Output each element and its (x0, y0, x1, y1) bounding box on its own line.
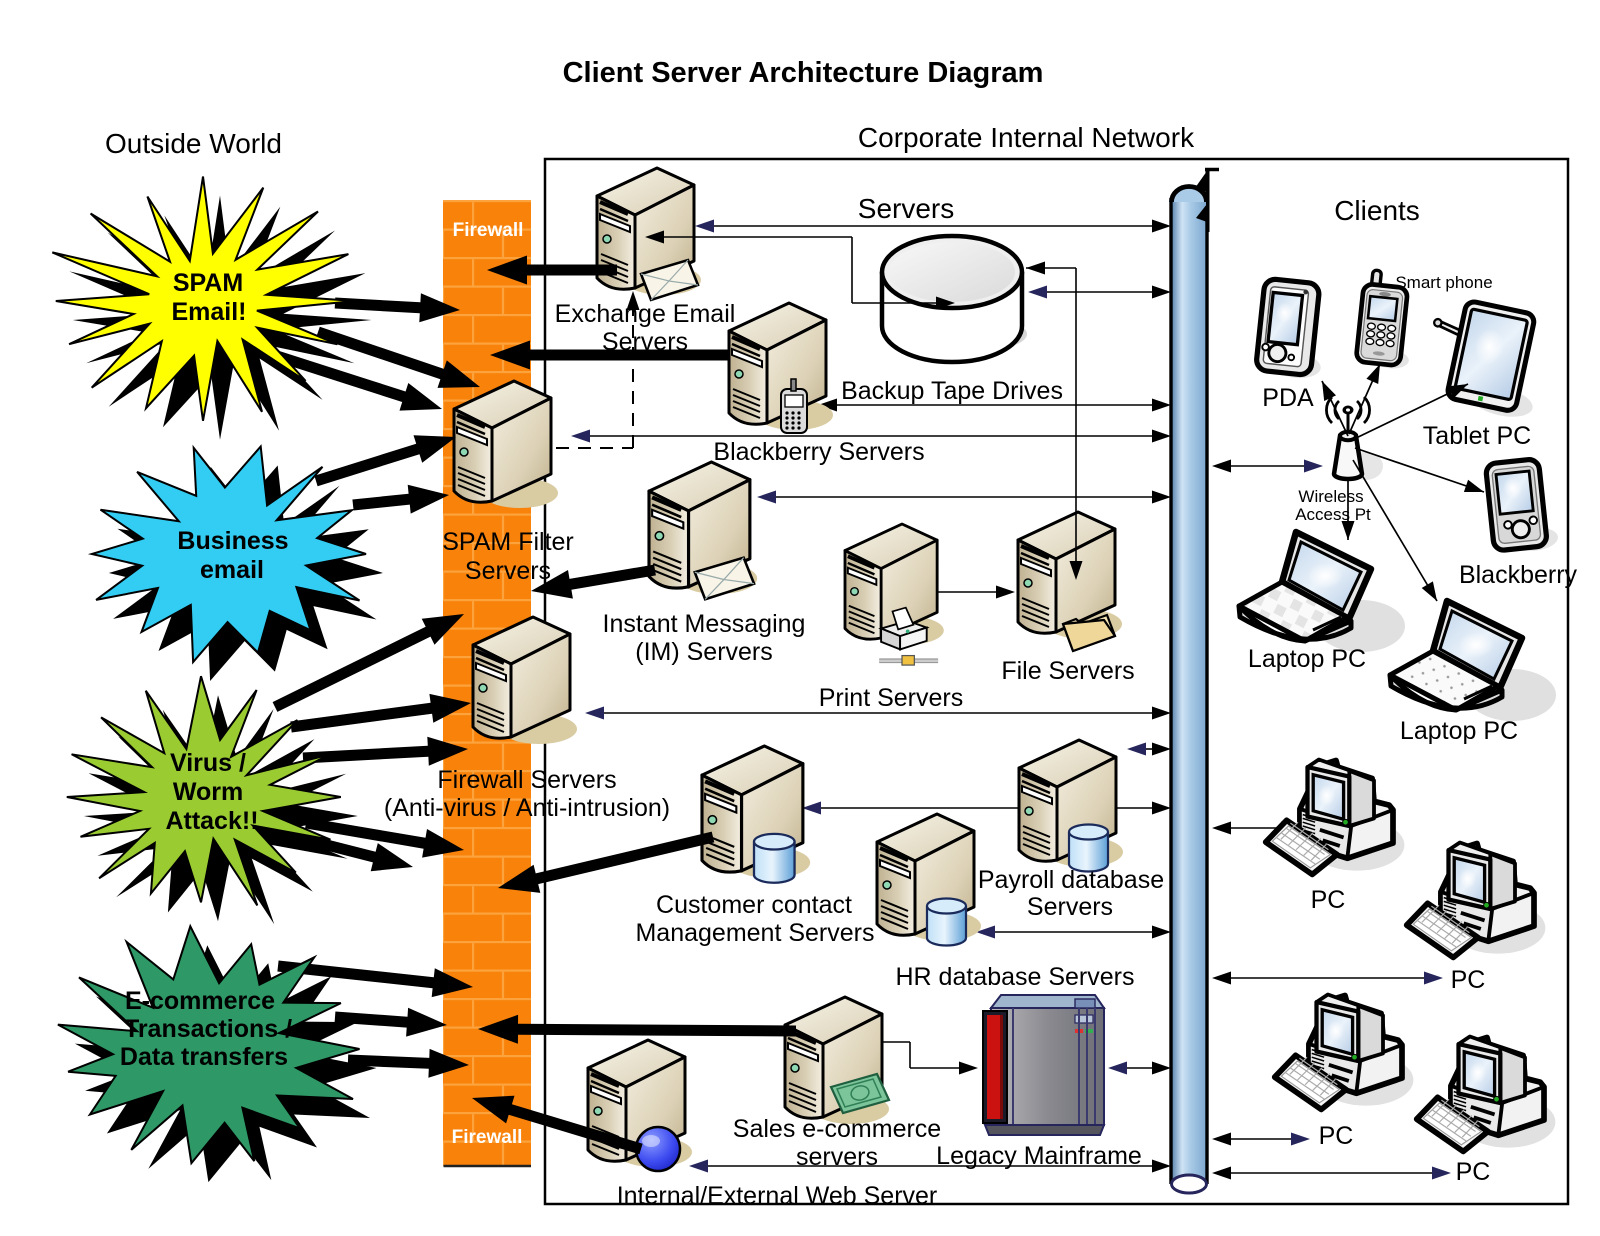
svg-text:Firewall: Firewall (453, 220, 524, 241)
svg-text:Tablet PC: Tablet PC (1423, 422, 1531, 450)
svg-text:Outside World: Outside World (105, 128, 282, 159)
svg-text:Access Pt: Access Pt (1295, 505, 1371, 524)
svg-text:Servers: Servers (465, 557, 551, 585)
svg-text:Worm: Worm (173, 778, 243, 806)
svg-text:Customer contact: Customer contact (656, 891, 852, 919)
svg-text:Clients: Clients (1334, 195, 1420, 226)
svg-text:HR database Servers: HR database Servers (895, 963, 1134, 991)
svg-text:PC: PC (1311, 886, 1346, 914)
svg-text:Blackberry Servers: Blackberry Servers (713, 438, 924, 466)
svg-text:servers: servers (796, 1143, 878, 1171)
svg-text:PDA: PDA (1262, 384, 1314, 412)
svg-text:Sales e-commerce: Sales e-commerce (733, 1115, 941, 1143)
svg-text:Laptop PC: Laptop PC (1248, 645, 1366, 673)
svg-text:Email!: Email! (171, 298, 246, 326)
svg-text:Attack!!: Attack!! (165, 807, 258, 835)
svg-text:PC: PC (1451, 966, 1486, 994)
svg-text:Instant Messaging: Instant Messaging (603, 610, 806, 638)
svg-text:File Servers: File Servers (1001, 657, 1134, 685)
svg-text:(Anti-virus / Anti-intrusion): (Anti-virus / Anti-intrusion) (384, 794, 670, 822)
svg-text:Backup Tape Drives: Backup Tape Drives (841, 377, 1063, 405)
svg-text:Firewall: Firewall (452, 1127, 523, 1148)
svg-text:Legacy Mainframe: Legacy Mainframe (936, 1142, 1142, 1170)
svg-text:Management Servers: Management Servers (635, 919, 874, 947)
svg-text:Corporate Internal Network: Corporate Internal Network (858, 122, 1195, 153)
svg-text:Laptop PC: Laptop PC (1400, 717, 1518, 745)
svg-text:(IM) Servers: (IM) Servers (635, 638, 773, 666)
svg-text:Servers: Servers (858, 193, 954, 224)
svg-text:Virus /: Virus / (170, 749, 246, 777)
svg-text:PC: PC (1456, 1158, 1491, 1186)
svg-text:SPAM Filter: SPAM Filter (442, 528, 574, 556)
svg-text:Wireless: Wireless (1298, 487, 1363, 506)
svg-text:Exchange Email: Exchange Email (555, 300, 736, 328)
svg-text:Smart phone: Smart phone (1395, 273, 1492, 292)
svg-text:Transactions /: Transactions / (124, 1015, 292, 1043)
svg-text:Client Server Architecture Dia: Client Server Architecture Diagram (563, 57, 1044, 89)
svg-text:Payroll database: Payroll database (978, 866, 1164, 894)
svg-text:Print Servers: Print Servers (819, 684, 963, 712)
svg-text:SPAM: SPAM (173, 269, 243, 297)
svg-text:Data transfers: Data transfers (120, 1043, 288, 1071)
svg-text:Firewall Servers: Firewall Servers (437, 766, 616, 794)
svg-text:PC: PC (1319, 1122, 1354, 1150)
svg-text:E-commerce: E-commerce (125, 987, 275, 1015)
svg-text:Blackberry: Blackberry (1459, 561, 1578, 589)
svg-text:email: email (200, 556, 264, 584)
svg-text:Internal/External Web Server: Internal/External Web Server (617, 1182, 938, 1210)
svg-text:Business: Business (177, 527, 288, 555)
svg-text:Servers: Servers (1027, 893, 1113, 921)
